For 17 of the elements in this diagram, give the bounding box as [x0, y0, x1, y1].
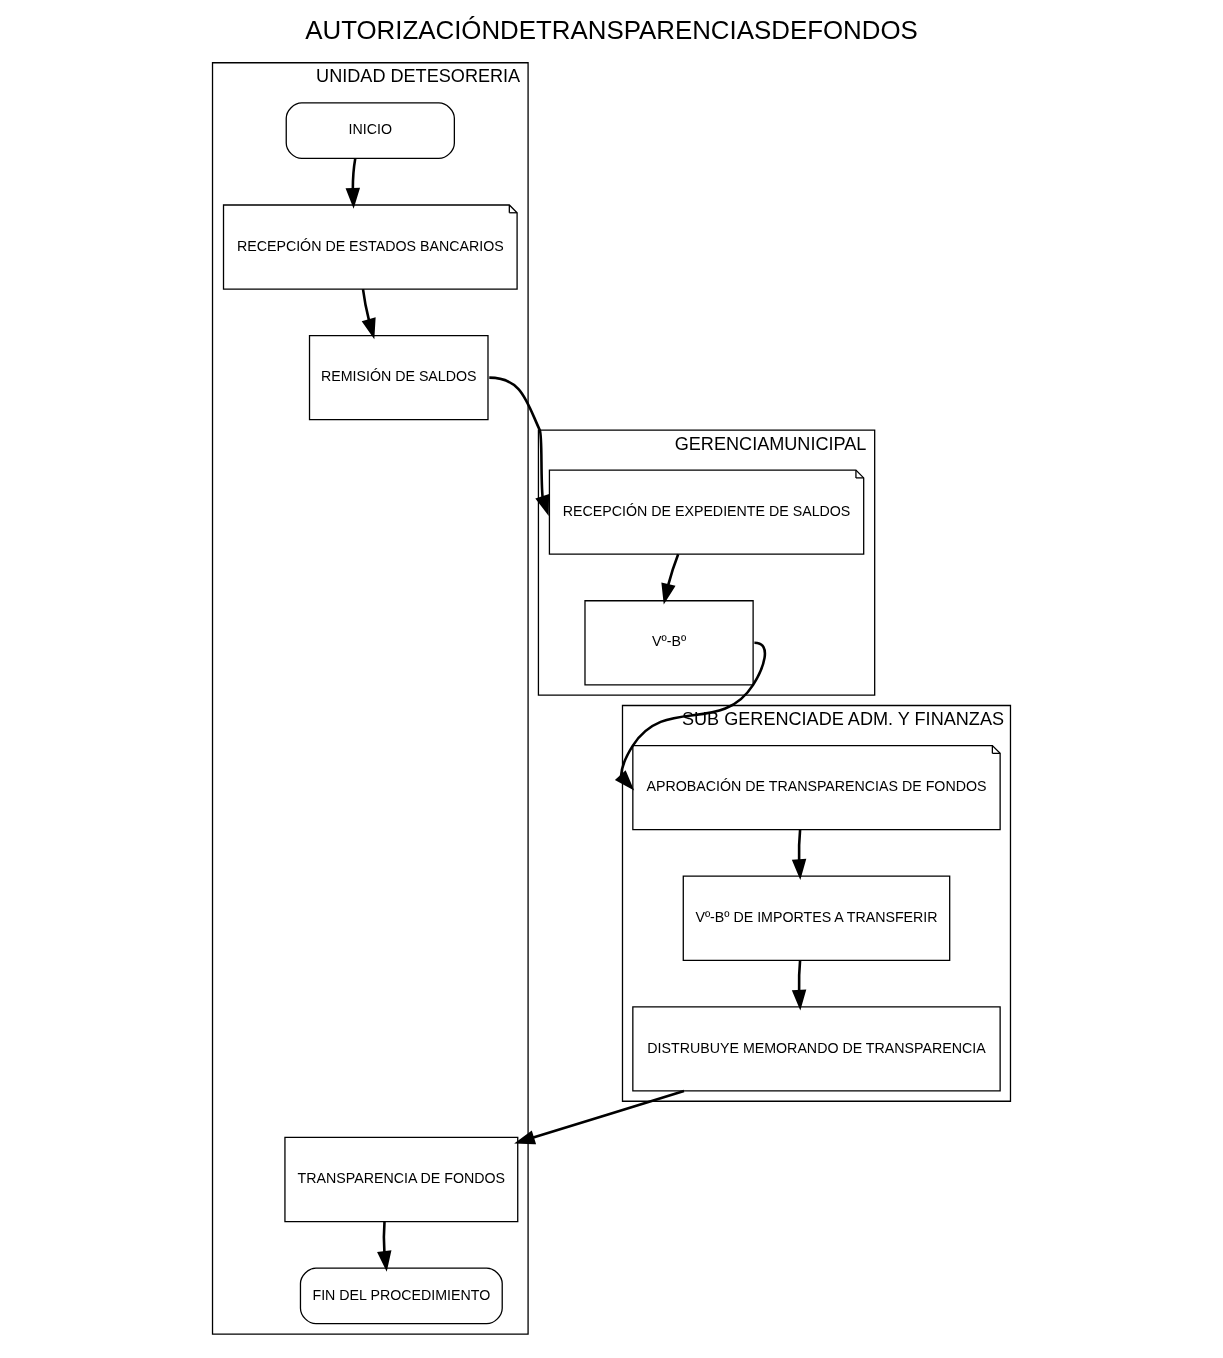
arrow — [345, 158, 361, 209]
node-box: Vº-Bº — [584, 600, 754, 686]
arrow — [377, 1221, 392, 1272]
node-box: Vº-Bº DE IMPORTES A TRANSFERIR — [682, 875, 951, 961]
node-box: TRANSPARENCIA DE FONDOS — [284, 1136, 519, 1223]
node-box: INICIO — [285, 102, 455, 160]
arrow — [661, 553, 680, 605]
arrow — [489, 376, 550, 516]
node-box: FIN DEL PROCEDIMIENTO — [299, 1267, 503, 1325]
node-box: DISTRUBUYE MEMORANDO DE TRANSPARENCIA — [632, 1006, 1001, 1092]
arrow — [514, 1089, 685, 1145]
arrow — [614, 641, 767, 791]
diagram-title: AUTORIZACIÓNDETRANSPARENCIASDEFONDOS — [305, 16, 918, 45]
arrow — [791, 829, 807, 880]
arrow — [361, 289, 376, 340]
node-box: REMISIÓN DE SALDOS — [308, 335, 489, 421]
arrow — [791, 960, 807, 1011]
